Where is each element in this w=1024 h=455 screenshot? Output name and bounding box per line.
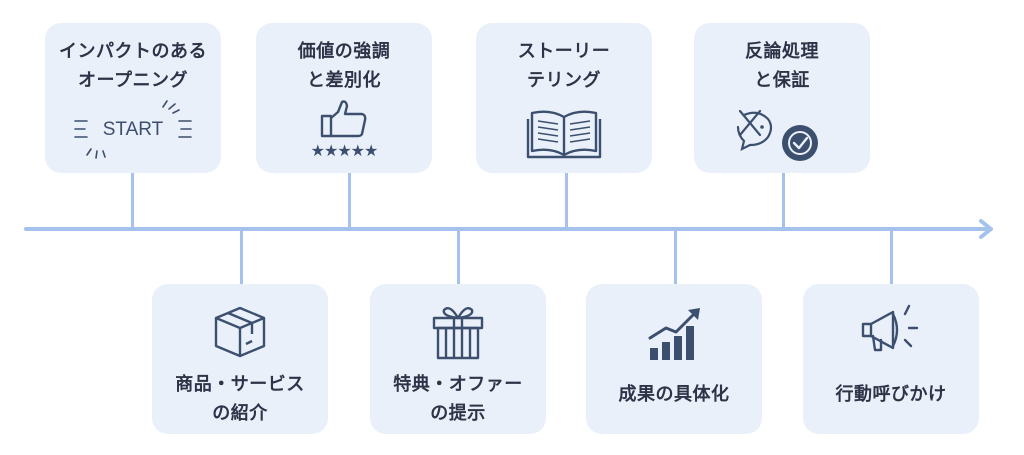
step-label: 行動呼びかけ (803, 380, 979, 409)
connector (348, 172, 351, 229)
step-card-objection: 反論処理 と保証 (694, 23, 870, 173)
connector (457, 229, 460, 285)
label-line: ストーリー (517, 41, 611, 62)
step-card-opening: インパクトのある オープニング START (45, 23, 221, 173)
step-label: 価値の強調 と差別化 (256, 37, 432, 95)
step-label: 反論処理 と保証 (694, 37, 870, 95)
step-label: 特典・オファー の提示 (370, 370, 546, 428)
step-card-product: 商品・サービス の紹介 (152, 284, 328, 434)
thumbs-up-icon (320, 100, 367, 138)
connector (782, 172, 785, 229)
label-line: 行動呼びかけ (835, 384, 947, 405)
connector (240, 229, 243, 285)
label-line: テリング (527, 70, 601, 91)
label-line: の提示 (430, 403, 486, 424)
objection-check-icon (736, 109, 818, 161)
connector (565, 172, 568, 229)
timeline-axis (24, 227, 992, 231)
label-line: と保証 (754, 70, 810, 91)
label-line: オープニング (78, 70, 188, 91)
step-label: ストーリー テリング (476, 37, 652, 95)
step-card-cta: 行動呼びかけ (803, 284, 979, 434)
growth-chart-icon (648, 308, 700, 360)
open-book-icon (526, 110, 602, 159)
step-label: 商品・サービス の紹介 (152, 370, 328, 428)
step-label: 成果の具体化 (586, 380, 762, 409)
arrow-right-icon (979, 219, 993, 239)
step-card-value: 価値の強調 と差別化 ★★★★★ (256, 23, 432, 173)
start-text: START (103, 119, 164, 140)
label-line: 価値の強調 (297, 41, 391, 62)
label-line: 特典・オファー (393, 374, 523, 395)
step-card-story: ストーリー テリング (476, 23, 652, 173)
label-line: の紹介 (212, 403, 268, 424)
gift-icon (432, 307, 484, 360)
label-line: と差別化 (307, 70, 381, 91)
label-line: インパクトのある (59, 41, 207, 62)
label-line: 反論処理 (745, 41, 819, 62)
megaphone-icon (861, 304, 919, 352)
start-burst-icon: START (74, 100, 192, 159)
label-line: 成果の具体化 (618, 384, 730, 405)
connector (674, 229, 677, 285)
connector (890, 229, 893, 285)
step-card-results: 成果の具体化 (586, 284, 762, 434)
label-line: 商品・サービス (175, 374, 305, 395)
step-label: インパクトのある オープニング (45, 37, 221, 95)
rating-stars: ★★★★★ (310, 141, 379, 160)
box-icon (214, 306, 266, 358)
step-card-offer: 特典・オファー の提示 (370, 284, 546, 434)
connector (131, 172, 134, 229)
